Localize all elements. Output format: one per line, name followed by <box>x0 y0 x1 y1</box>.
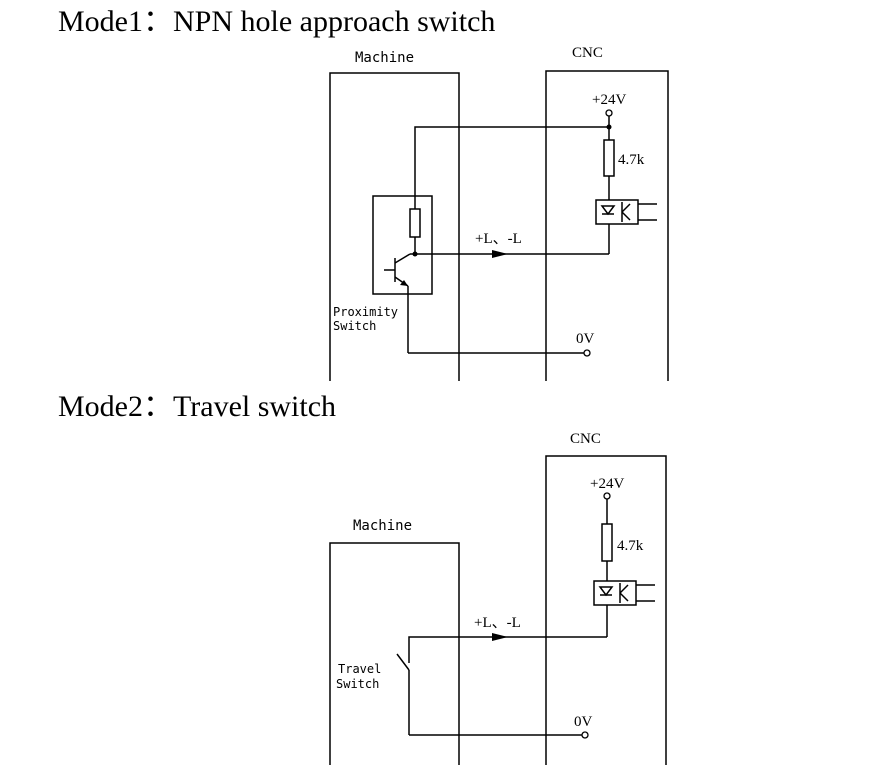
supply-wire <box>414 126 609 209</box>
signal-arrow <box>492 250 508 258</box>
machine-box <box>329 72 460 381</box>
diagram2-travel-switch: Machine CNC +24V 4.7k +L、-L Travel <box>329 431 667 765</box>
signal-arrow <box>492 633 508 641</box>
switch-label-line1: Proximity <box>333 305 398 319</box>
supply-label: +24V <box>592 92 626 108</box>
signal-wire <box>408 636 607 663</box>
supply-label: +24V <box>590 476 624 492</box>
optocoupler <box>595 199 657 254</box>
supply-terminal <box>605 109 613 117</box>
supply-terminal <box>603 492 611 500</box>
machine-label: Machine <box>353 518 412 534</box>
optocoupler <box>593 580 655 637</box>
ground-terminal <box>583 349 591 357</box>
machine-box <box>329 542 460 765</box>
cnc-box <box>545 70 669 381</box>
resistor-label: 4.7k <box>618 152 645 168</box>
switch-label-line1: Travel <box>338 662 381 676</box>
resistor-label: 4.7k <box>617 538 644 554</box>
resistor-4k7 <box>601 523 613 562</box>
cnc-box <box>545 455 667 765</box>
proximity-switch-box <box>372 195 433 295</box>
switch-label-line2: Switch <box>333 319 376 333</box>
cnc-label: CNC <box>572 45 603 61</box>
ground-label: 0V <box>576 331 595 347</box>
diagram1-npn-proximity: Machine CNC +24V 4.7k <box>329 45 669 381</box>
switch-label-line2: Switch <box>336 677 379 691</box>
npn-transistor <box>384 253 411 353</box>
resistor-4k7 <box>603 139 615 177</box>
pullup-resistor <box>409 208 421 238</box>
ground-label: 0V <box>574 714 593 730</box>
mode2-heading: Mode2：Travel switch <box>58 390 337 423</box>
ground-terminal <box>581 731 589 739</box>
signal-label: +L、-L <box>475 231 522 247</box>
signal-label: +L、-L <box>474 615 521 631</box>
cnc-label: CNC <box>570 431 601 447</box>
machine-label: Machine <box>355 50 414 66</box>
mode1-heading: Mode1：NPN hole approach switch <box>58 5 496 38</box>
travel-switch-contact <box>396 653 410 671</box>
